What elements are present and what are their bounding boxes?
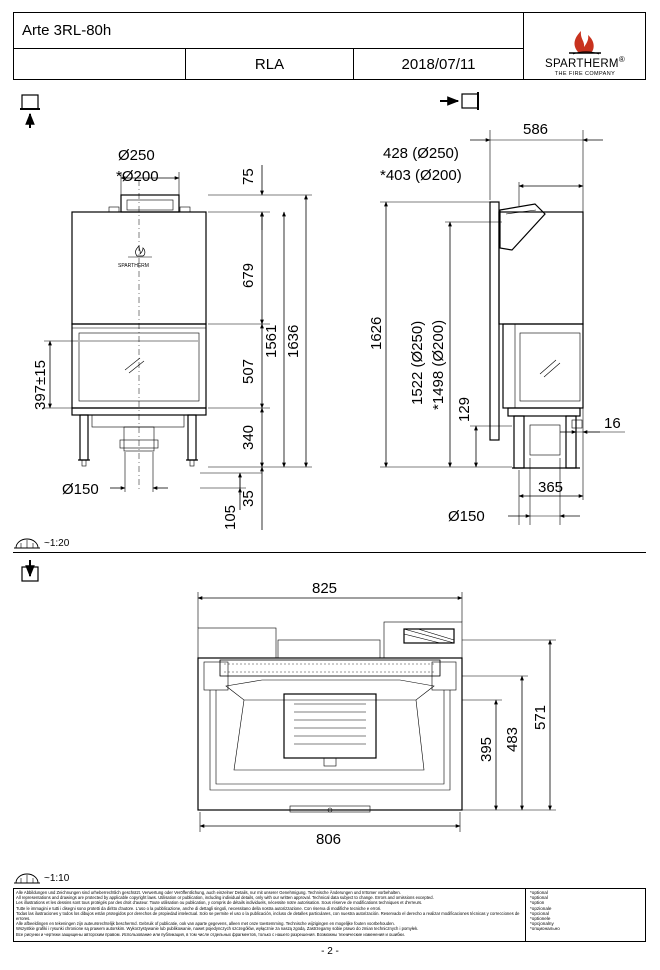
side-dim-16: 16 [604,415,621,432]
front-dim-679: 679 [240,263,257,288]
product-name: Arte 3RL-80h [14,13,524,49]
legal-disclaimer: Alle Abbildungen und Zeichnungen sind ur… [13,888,646,942]
page-number: - 2 - [321,946,339,957]
plan-depth-395: 395 [478,737,495,762]
scale-lower-label: ~1:10 [44,872,70,884]
disclaimer-line: Alle afbeeldingen en tekeningen zijn aut… [16,921,395,927]
plan-view-icon [21,560,39,582]
side-dims [380,130,625,525]
disclaimer-line: Les illustrations et les dessins sont to… [16,900,423,906]
brand-name: SPARTHERM® [544,55,626,70]
title-block: Arte 3RL-80h RLA 2018/07/11 SPARTHERM® T… [13,12,646,80]
title-block-blank-cell [14,49,186,80]
optional-label: *optional [530,895,548,901]
side-height-1522: 1522 (Ø250) [409,321,426,405]
side-flue-offset-250: 428 (Ø250) [383,145,459,162]
model-code: RLA [186,49,354,80]
disclaimer-line: Tutte le immagini e tutti i disegni sono… [16,905,382,911]
side-air-d150: Ø150 [448,508,485,525]
disclaimer-line: Wszystkie grafiki i rysunki chronione są… [16,926,419,932]
optional-label: *опционально [530,926,560,932]
side-dim-365: 365 [538,479,563,496]
front-height-dims [44,165,312,530]
optional-label: *opcional [530,910,549,916]
side-height-1498: *1498 (Ø200) [430,320,447,410]
disclaimer-line: Все рисунки и чертежи защищены авторским… [16,931,405,937]
front-air-d150: Ø150 [62,481,99,498]
flame-icon [569,31,601,55]
side-depth-586: 586 [523,121,548,138]
front-flue-d200: *Ø200 [116,168,159,185]
optional-label: *opcjonalny [530,921,554,927]
side-view-fireplace [489,201,584,469]
optional-label: *optional [530,890,548,895]
front-door-brand-text: SPARTHERM [118,263,149,269]
optional-labels: *optional *optional *option *opzionale *… [530,890,642,932]
plan-depth-571: 571 [532,705,549,730]
scale-upper: ~1:20 [14,537,69,549]
brand-logo: SPARTHERM® THE FIRE COMPANY [524,13,646,80]
disclaimer-line: Alle Abbildungen und Zeichnungen sind ur… [16,890,401,895]
front-dim-1636: 1636 [285,325,302,358]
optional-label: *option [530,900,545,906]
front-dim-507: 507 [240,359,257,384]
drawing-date: 2018/07/11 [354,49,524,80]
front-flue-d250: Ø250 [118,147,155,164]
front-dim-397: 397±15 [32,360,49,410]
scale-icon [14,538,40,549]
front-dim-35: 35 [240,490,257,507]
front-dim-340: 340 [240,425,257,450]
optional-label: *optionele [530,916,551,922]
section-divider-upper [13,552,646,553]
disclaimer-line: Todas las ilustraciones y todos los dibu… [16,910,520,922]
front-dim-105: 105 [222,505,239,530]
scale-icon [14,873,40,884]
side-view-icon [440,92,479,110]
scale-upper-label: ~1:20 [44,537,70,549]
disclaimer-text: Alle Abbildungen und Zeichnungen sind ur… [14,889,526,941]
plan-view-fireplace [197,621,463,813]
disclaimer-line: All representations and drawings are pro… [16,895,434,901]
plan-depth-483: 483 [504,727,521,752]
plan-dims [197,592,556,832]
front-dim-1561: 1561 [263,325,280,358]
scale-lower: ~1:10 [14,872,69,884]
brand-tagline: THE FIRE COMPANY [554,71,616,77]
plan-width-825: 825 [312,580,337,597]
front-dim-75: 75 [240,168,257,185]
front-view-icon [20,94,40,128]
side-dim-129: 129 [456,397,473,422]
plan-width-806: 806 [316,831,341,848]
optional-label: *opzionale [530,905,552,911]
side-height-1626: 1626 [368,317,385,350]
side-flue-offset-200: *403 (Ø200) [380,167,462,184]
